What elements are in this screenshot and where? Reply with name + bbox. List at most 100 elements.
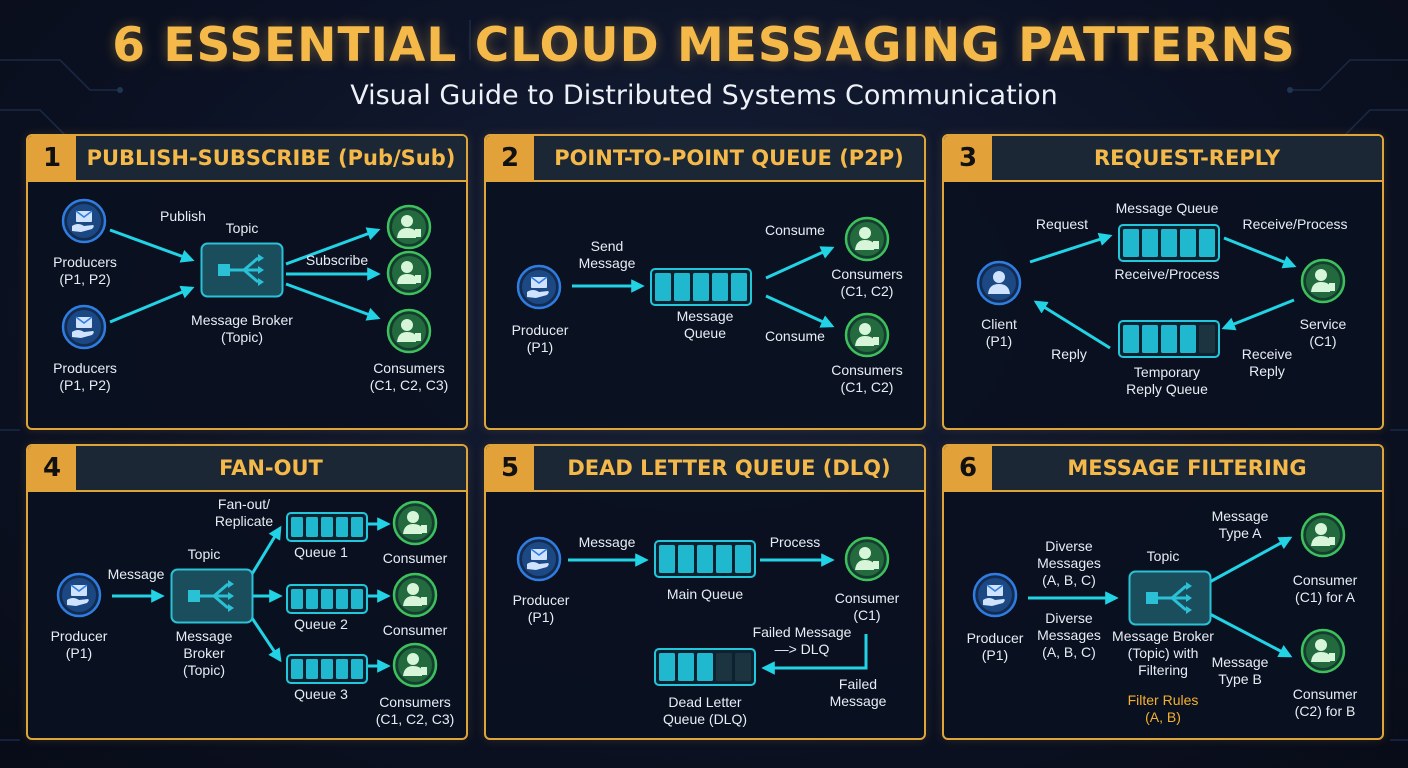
panel-number: 6 <box>944 446 992 490</box>
queue-cell <box>1123 325 1139 353</box>
consumer-icon <box>844 216 890 262</box>
queue-cell <box>336 659 348 679</box>
consumer-icon <box>386 308 432 354</box>
receive-process-label: Receive/Process <box>1114 266 1220 282</box>
queue-cell <box>659 545 675 573</box>
queue-3-label: Queue 3 <box>294 686 348 702</box>
queue-2-label: Queue 2 <box>294 616 348 632</box>
producer-label: Producer(P1) <box>966 630 1024 663</box>
consumers-label: Consumers(C1, C2, C3) <box>369 360 449 393</box>
queue-cell <box>674 273 690 301</box>
consumer-icon <box>1300 628 1346 674</box>
consumer-icon <box>386 204 432 250</box>
panel-header: 1 PUBLISH-SUBSCRIBE (Pub/Sub) <box>28 136 466 182</box>
panel-number: 3 <box>944 136 992 180</box>
queue-cell <box>712 273 728 301</box>
reply-label: Reply <box>1051 346 1087 362</box>
panel-fan-out: 4 FAN-OUT Producer(P1) Message Topic Mes… <box>26 444 468 740</box>
message-label: Message <box>578 534 636 550</box>
panel-message-filtering: 6 MESSAGE FILTERING Producer(P1) Diverse… <box>942 444 1384 740</box>
consumer-icon <box>844 536 890 582</box>
panel-body: Producer(P1) Message Main Queue Process … <box>486 492 924 738</box>
main-queue-label: Main Queue <box>666 586 744 602</box>
consumer-icon <box>1300 512 1346 558</box>
queue-1-label: Queue 1 <box>294 544 348 560</box>
topic-label: Topic <box>1146 548 1180 564</box>
panel-pub-sub: 1 PUBLISH-SUBSCRIBE (Pub/Sub) Producers(… <box>26 134 468 430</box>
queue-cell <box>655 273 671 301</box>
panel-header: 3 REQUEST-REPLY <box>944 136 1382 182</box>
service-icon <box>1300 258 1346 304</box>
consume-label: Consume <box>765 222 825 238</box>
panel-body: Producers(P1, P2) Producers(P1, P2) Publ… <box>28 182 466 428</box>
flow-arrows <box>568 553 868 675</box>
queue-cell <box>1180 325 1196 353</box>
queue-cell <box>716 653 732 681</box>
queue-cell <box>1142 325 1158 353</box>
message-label: Message <box>107 566 165 582</box>
producers-label: Producers(P1, P2) <box>53 360 117 393</box>
queue-cell <box>735 653 751 681</box>
consumers-label: Consumers(C1, C2) <box>831 266 903 299</box>
panel-header: 5 DEAD LETTER QUEUE (DLQ) <box>486 446 924 492</box>
panel-point-to-point: 2 POINT-TO-POINT QUEUE (P2P) Producer(P1… <box>484 134 926 430</box>
queue-cell <box>351 659 363 679</box>
consumer-icon <box>386 250 432 296</box>
panel-number: 1 <box>28 136 76 180</box>
queue-cell <box>336 517 348 537</box>
panel-header: 2 POINT-TO-POINT QUEUE (P2P) <box>486 136 924 182</box>
queue-cell <box>321 517 333 537</box>
producer-icon <box>516 536 562 582</box>
queue-cell <box>321 589 333 609</box>
flow-arrows <box>1029 232 1297 350</box>
producer-icon <box>61 304 107 350</box>
panel-title: POINT-TO-POINT QUEUE (P2P) <box>554 146 904 170</box>
page-subtitle: Visual Guide to Distributed Systems Comm… <box>350 80 1058 111</box>
request-label: Request <box>1035 216 1089 232</box>
panel-title: PUBLISH-SUBSCRIBE (Pub/Sub) <box>86 146 456 170</box>
panel-title: REQUEST-REPLY <box>1093 146 1281 170</box>
queue-cell <box>678 545 694 573</box>
client-icon <box>976 260 1022 306</box>
panel-title: MESSAGE FILTERING <box>1067 456 1307 480</box>
consumer-label: Consumer(C1) <box>834 590 900 623</box>
queue-cell <box>731 273 747 301</box>
consumers-label: Consumers(C1, C2, C3) <box>375 694 455 727</box>
queue-cell <box>291 659 303 679</box>
queue-cell <box>291 589 303 609</box>
queue-cell <box>306 589 318 609</box>
panel-number: 4 <box>28 446 76 490</box>
panel-title: FAN-OUT <box>219 456 323 480</box>
consumer-label: Consumer <box>382 550 448 566</box>
producer-icon <box>56 572 102 618</box>
queue-cell <box>321 659 333 679</box>
consumer-b-label: Consumer(C2) for B <box>1292 686 1358 719</box>
queue-cell <box>659 653 675 681</box>
producers-label: Producers(P1, P2) <box>53 254 117 287</box>
queue-cell <box>1161 325 1177 353</box>
queue-cell <box>1199 325 1215 353</box>
panel-number: 5 <box>486 446 534 490</box>
producer-icon <box>61 198 107 244</box>
consumer-icon <box>392 642 438 688</box>
producer-label: Producer(P1) <box>50 628 108 661</box>
publish-label: Publish <box>160 208 206 224</box>
topic-label: Topic <box>187 546 221 562</box>
subscribe-label: Subscribe <box>305 252 369 268</box>
queue-cell <box>1123 229 1139 257</box>
receive-process-label: Receive/Process <box>1242 216 1348 232</box>
consumer-icon <box>392 500 438 546</box>
producer-icon <box>516 264 562 310</box>
process-label: Process <box>769 534 821 550</box>
